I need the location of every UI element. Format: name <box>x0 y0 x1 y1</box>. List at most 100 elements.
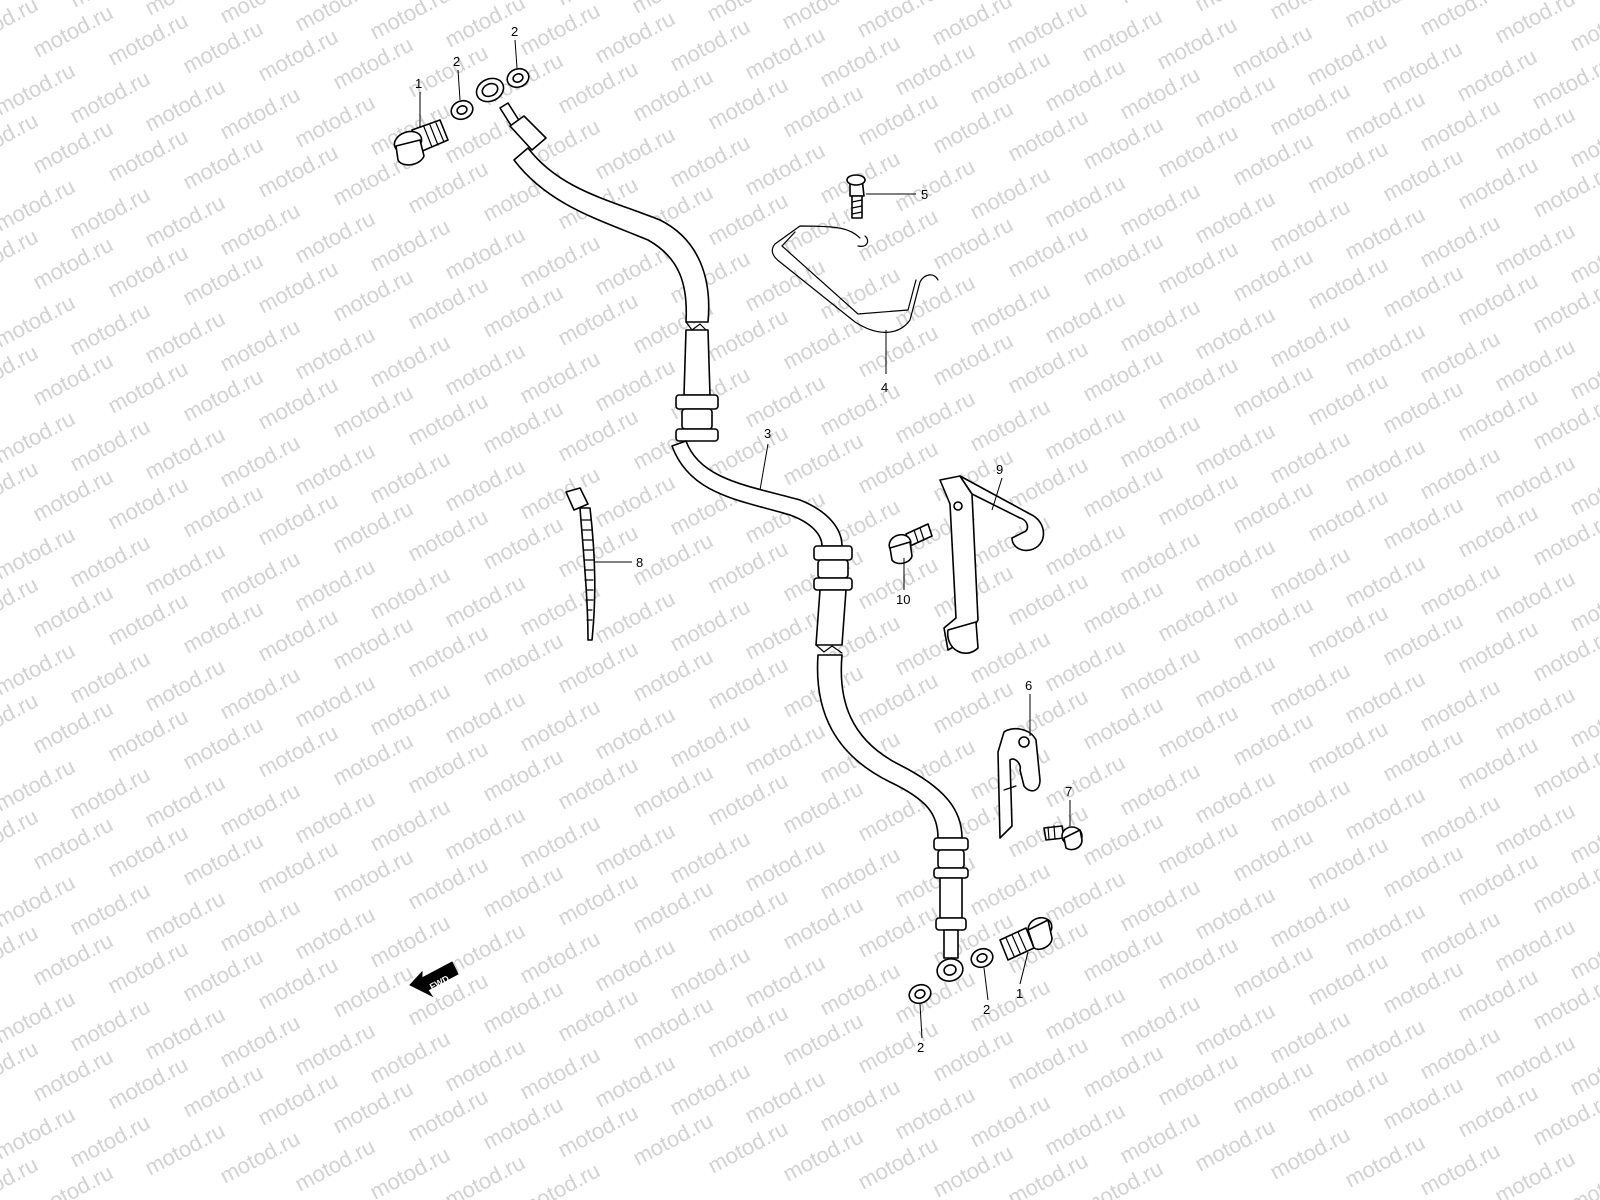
watermark-text: motod.ru <box>1229 824 1317 887</box>
watermark-text: motod.ru <box>1266 194 1354 257</box>
watermark-text: motod.ru <box>516 1158 604 1200</box>
watermark-text: motod.ru <box>516 926 604 989</box>
watermark-text: motod.ru <box>291 670 379 733</box>
watermark-text: motod.ru <box>816 1074 904 1137</box>
cable-tie-part-8 <box>565 487 596 641</box>
watermark-text: motod.ru <box>179 132 267 195</box>
watermark-text: motod.ru <box>1004 1148 1092 1200</box>
watermark-text: motod.ru <box>516 810 604 873</box>
watermark-text: motod.ru <box>591 1050 679 1113</box>
watermark-text: motod.ru <box>854 320 942 383</box>
watermark-text: motod.ru <box>1454 152 1542 215</box>
watermark-text: motod.ru <box>329 960 417 1023</box>
watermark-text: motod.ru <box>1191 418 1279 481</box>
watermark-text: motod.ru <box>1491 798 1579 861</box>
watermark-text: motod.ru <box>1154 932 1242 995</box>
watermark-text: motod.ru <box>1379 376 1467 439</box>
watermark-text: motod.ru <box>591 6 679 69</box>
watermark-text: motod.ru <box>1079 460 1167 523</box>
watermark-text: motod.ru <box>291 438 379 501</box>
watermark-text: motod.ru <box>66 1110 154 1173</box>
watermark-text: motod.ru <box>779 1008 867 1071</box>
watermark-text: motod.ru <box>704 72 792 135</box>
watermark-text: motod.ru <box>104 588 192 651</box>
watermark-text: motod.ru <box>929 1140 1017 1200</box>
watermark-text: motod.ru <box>104 820 192 883</box>
watermark-text: motod.ru <box>29 580 117 643</box>
watermark-text: motod.ru <box>966 394 1054 457</box>
bolt-part-7 <box>1043 825 1083 851</box>
watermark-text: motod.ru <box>1341 86 1429 149</box>
watermark-text: motod.ru <box>329 844 417 907</box>
watermark-text: motod.ru <box>1304 484 1392 547</box>
watermark-text: motod.ru <box>966 162 1054 225</box>
watermark-text: motod.ru <box>816 842 904 905</box>
watermark-text: motod.ru <box>779 80 867 143</box>
watermark-text: motod.ru <box>179 596 267 659</box>
watermark-text: motod.ru <box>1079 112 1167 175</box>
watermark-text: motod.ru <box>254 836 342 899</box>
watermark-text: motod.ru <box>366 794 454 857</box>
watermark-text: motod.ru <box>479 1092 567 1155</box>
watermark-text: motod.ru <box>666 1058 754 1121</box>
watermark-text: motod.ru <box>404 388 492 451</box>
watermark-text: motod.ru <box>254 24 342 87</box>
watermark-text: motod.ru <box>1154 120 1242 183</box>
watermark-text: motod.ru <box>629 1108 717 1171</box>
watermark-text: motod.ru <box>1341 0 1429 32</box>
watermark-text: motod.ru <box>1041 286 1129 349</box>
watermark-text: motod.ru <box>104 936 192 999</box>
watermark-text: motod.ru <box>891 38 979 101</box>
watermark-text: motod.ru <box>254 952 342 1015</box>
watermark-text: motod.ru <box>1116 874 1204 937</box>
watermark-text: motod.ru <box>329 728 417 791</box>
watermark-text: motod.ru <box>1379 956 1467 1019</box>
watermark-text: motod.ru <box>404 156 492 219</box>
washer-upper-b <box>506 67 530 89</box>
watermark-text: motod.ru <box>591 354 679 417</box>
watermark-text: motod.ru <box>479 628 567 691</box>
watermark-text: motod.ru <box>216 314 304 377</box>
watermark-text: motod.ru <box>741 370 829 433</box>
watermark-text: motod.ru <box>516 346 604 409</box>
watermark-text: motod.ru <box>554 404 642 467</box>
watermark-text: motod.ru <box>591 702 679 765</box>
watermark-text: motod.ru <box>1491 102 1579 165</box>
watermark-text: motod.ru <box>1153 12 1241 75</box>
watermark-text: motod.ru <box>891 1082 979 1145</box>
watermark-text: motod.ru <box>1116 990 1204 1053</box>
watermark-text: motod.ru <box>779 1124 867 1187</box>
watermark-text: motod.ru <box>104 704 192 767</box>
watermark-text: motod.ru <box>929 676 1017 739</box>
watermark-text: motod.ru <box>854 88 942 151</box>
watermark-text: motod.ru <box>816 958 904 1021</box>
watermark-text: motod.ru <box>666 130 754 193</box>
watermark-text: motod.ru <box>891 386 979 449</box>
watermark-text: motod.ru <box>216 1010 304 1073</box>
watermark-text: motod.ru <box>1491 566 1579 629</box>
watermark-text: motod.ru <box>1154 584 1242 647</box>
watermark-text: motod.ru <box>216 82 304 145</box>
watermark-text: motod.ru <box>554 520 642 583</box>
watermark-text: motod.ru <box>1304 600 1392 663</box>
watermark-text: motod.ru <box>1454 732 1542 795</box>
watermark-text: motod.ru <box>1079 924 1167 987</box>
watermark-text: motod.ru <box>1416 674 1504 737</box>
watermark-text: motod.ru <box>1341 666 1429 729</box>
watermark-text: motod.ru <box>929 96 1017 159</box>
watermark-text: motod.ru <box>66 762 154 825</box>
watermark-text: motod.ru <box>1191 882 1279 945</box>
watermark-text: motod.ru <box>516 0 604 60</box>
watermark-text: motod.ru <box>404 852 492 915</box>
watermark-text: motod.ru <box>1341 550 1429 613</box>
watermark-text: motod.ru <box>1079 692 1167 755</box>
watermark-text: motod.ru <box>1416 906 1504 969</box>
watermark-text: motod.ru <box>1116 62 1204 125</box>
watermark-text: motod.ru <box>1041 982 1129 1045</box>
watermark-text: motod.ru <box>366 214 454 277</box>
callout-8: 8 <box>636 555 643 570</box>
watermark-text: motod.ru <box>666 594 754 657</box>
watermark-text: motod.ru <box>1416 0 1504 40</box>
watermark-text: motod.ru <box>1079 1156 1167 1200</box>
watermark-text: motod.ru <box>366 1026 454 1089</box>
